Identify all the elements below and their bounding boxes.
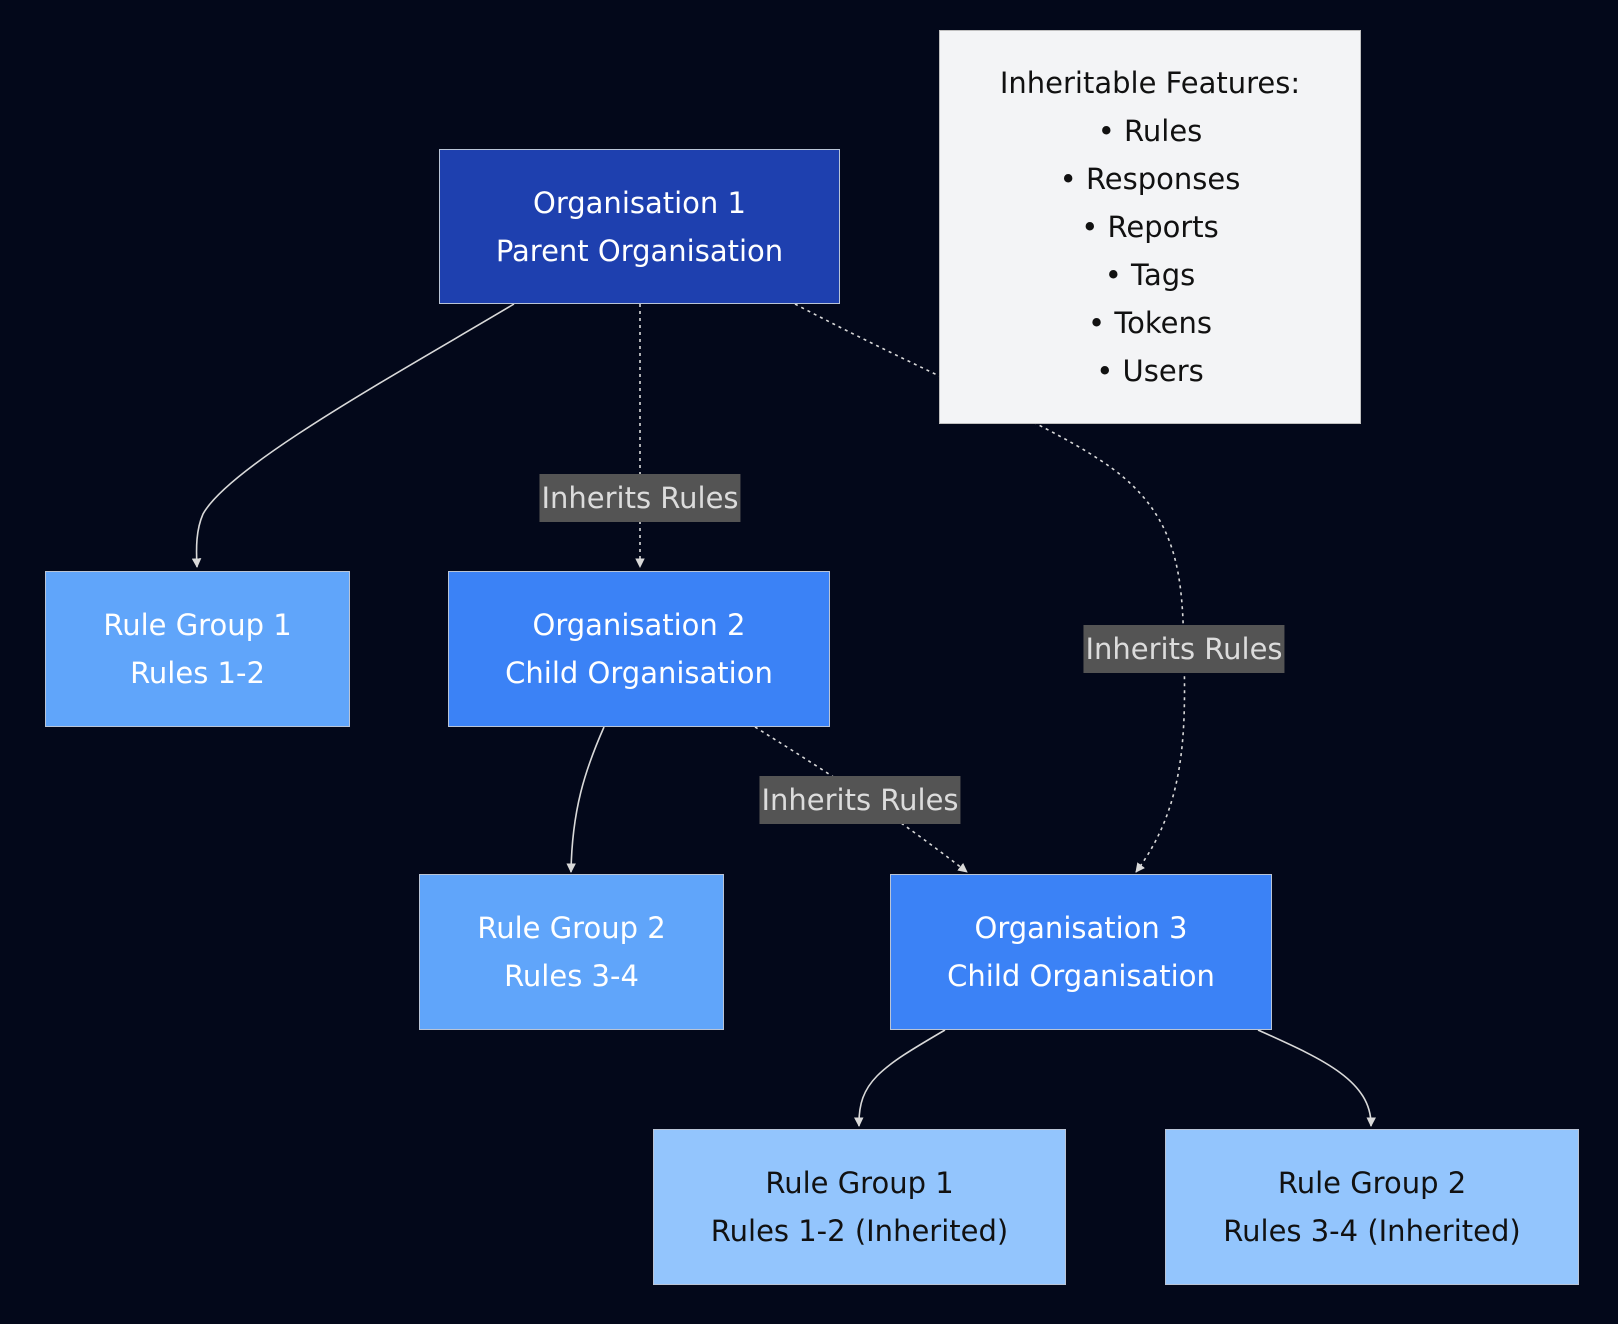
node-subtitle: Child Organisation	[947, 959, 1215, 993]
node-title: Rule Group 1	[103, 608, 292, 642]
node-title: Rule Group 1	[765, 1166, 954, 1200]
note-item-rules: • Rules	[1097, 114, 1203, 148]
node-rule-group-2-inherited: Rule Group 2 Rules 3-4 (Inherited)	[1165, 1129, 1579, 1285]
node-title: Rule Group 2	[1277, 1166, 1467, 1200]
edge-label-org1-org2: Inherits Rules	[539, 474, 741, 522]
node-title: Organisation 3	[974, 911, 1188, 945]
note-title: Inheritable Features:	[999, 66, 1301, 100]
node-rule-group-1-inherited: Rule Group 1 Rules 1-2 (Inherited)	[653, 1129, 1066, 1285]
note-item-responses: • Responses	[1059, 162, 1241, 196]
inheritable-features-note: Inheritable Features: • Rules • Response…	[939, 30, 1361, 424]
node-title: Rule Group 2	[477, 911, 666, 945]
node-title: Organisation 2	[532, 608, 746, 642]
edge-org3-rg1-inherited	[854, 1029, 946, 1127]
node-subtitle: Rules 1-2 (Inherited)	[710, 1214, 1009, 1248]
note-item-users: • Users	[1096, 354, 1204, 388]
node-subtitle: Rules 3-4	[504, 959, 639, 993]
edge-label-org1-org3: Inherits Rules	[1083, 625, 1285, 673]
note-item-reports: • Reports	[1081, 210, 1219, 244]
edge-org3-rg2-inherited	[1257, 1029, 1376, 1127]
note-item-tokens: • Tokens	[1088, 306, 1212, 340]
edge-org1-rg1	[191, 303, 515, 568]
note-item-tags: • Tags	[1104, 258, 1196, 292]
edge-org2-rg2	[566, 726, 605, 873]
node-subtitle: Parent Organisation	[495, 233, 784, 268]
node-organisation-3: Organisation 3 Child Organisation	[890, 874, 1272, 1030]
node-organisation-2: Organisation 2 Child Organisation	[448, 571, 830, 727]
node-subtitle: Child Organisation	[505, 656, 773, 690]
node-subtitle: Rules 1-2	[130, 656, 265, 690]
node-subtitle: Rules 3-4 (Inherited)	[1223, 1214, 1521, 1248]
node-organisation-1: Organisation 1 Parent Organisation	[439, 149, 840, 304]
edge-label-org2-org3: Inherits Rules	[759, 776, 961, 824]
node-title: Organisation 1	[533, 185, 746, 220]
node-rule-group-2: Rule Group 2 Rules 3-4	[419, 874, 724, 1030]
node-rule-group-1: Rule Group 1 Rules 1-2	[45, 571, 350, 727]
